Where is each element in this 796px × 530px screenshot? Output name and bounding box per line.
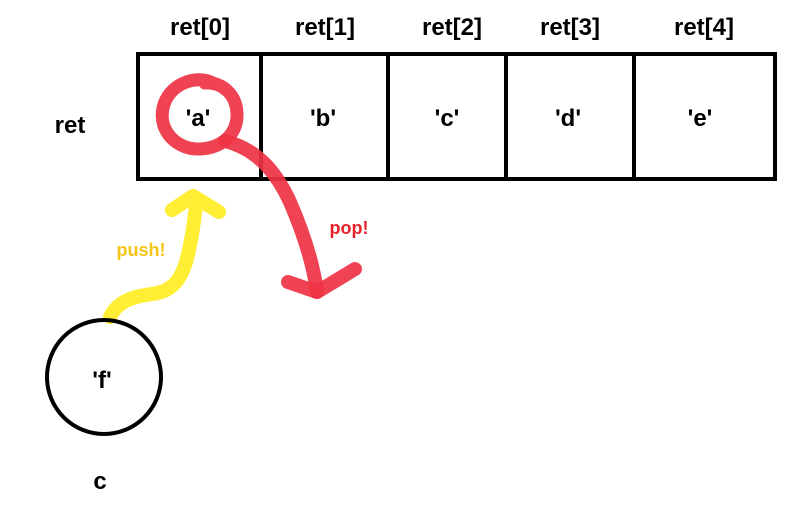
pop-label: pop! xyxy=(330,218,369,238)
array-name: ret xyxy=(55,112,86,139)
cell-value: 'e' xyxy=(688,105,713,132)
index-header: ret[3] xyxy=(540,14,600,41)
pop-arrowhead xyxy=(281,262,362,299)
index-header: ret[1] xyxy=(295,14,355,41)
cell-value: 'b' xyxy=(310,105,336,132)
pop-circle xyxy=(155,73,244,156)
index-header: ret[2] xyxy=(422,14,482,41)
push-label: push! xyxy=(117,240,166,260)
cell-value: 'a' xyxy=(186,105,211,132)
variable-name: c xyxy=(93,468,106,495)
array-box xyxy=(136,52,777,181)
index-header: ret[4] xyxy=(674,14,734,41)
variable-value: 'f' xyxy=(92,367,111,394)
cell-value: 'c' xyxy=(435,105,460,132)
variable-circle xyxy=(45,318,163,436)
push-arrowhead xyxy=(165,189,226,219)
pop-arrow xyxy=(218,134,324,299)
cell-value: 'd' xyxy=(555,105,581,132)
push-arrow xyxy=(103,198,203,324)
index-header: ret[0] xyxy=(170,14,230,41)
